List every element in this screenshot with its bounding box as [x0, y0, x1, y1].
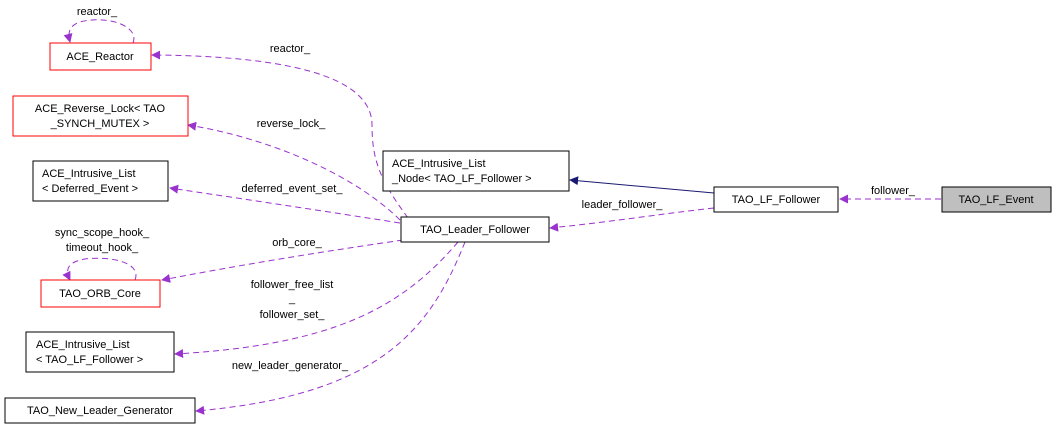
edge-label-leaderfollower: leader_follower_	[582, 199, 664, 211]
node-tao-orb-core[interactable]: TAO_ORB_Core	[40, 279, 161, 308]
node-ace-intrusive-list-node[interactable]: ACE_Intrusive_List _Node< TAO_LF_Followe…	[382, 150, 570, 192]
edge-label-reactor: reactor_	[270, 43, 311, 55]
node-label: TAO_Leader_Follower	[420, 224, 530, 236]
edge-label-reverselock: reverse_lock_	[257, 118, 326, 130]
edge-label-newleader: new_leader_generator_	[232, 360, 349, 372]
edge-orbcore-self	[62, 257, 137, 281]
node-label: TAO_LF_Event	[959, 194, 1034, 206]
edge-leaderfollower-newleader	[195, 241, 466, 415]
edge-label-deferred: deferred_event_set_	[242, 183, 344, 195]
node-label: < Deferred_Event >	[42, 183, 138, 195]
node-tao-lf-event[interactable]: TAO_LF_Event	[941, 186, 1052, 213]
edge-label-follower: follower_	[871, 185, 916, 197]
edge-leaderfollower-followerlist	[174, 241, 459, 359]
edge-label-followerlist-3: follower_set_	[260, 309, 326, 321]
edge-label-orbcore: orb_core_	[272, 237, 322, 249]
node-label: _SYNCH_MUTEX >	[50, 118, 150, 130]
edge-label-followerlist-2: _	[288, 293, 296, 305]
node-label: TAO_New_Leader_Generator	[27, 405, 173, 417]
node-label: _Node< TAO_LF_Follower >	[391, 173, 532, 185]
node-label: TAO_LF_Follower	[732, 194, 821, 206]
node-label: TAO_ORB_Core	[59, 288, 141, 300]
edge-label-orbcore-self-1: sync_scope_hook_	[55, 227, 150, 239]
edge-leaderfollower-deferred	[169, 184, 401, 224]
nodes: ACE_Reactor ACE_Reverse_Lock< TAO _SYNCH…	[4, 42, 1052, 424]
node-tao-leader-follower[interactable]: TAO_Leader_Follower	[400, 216, 550, 243]
node-label: ACE_Intrusive_List	[36, 339, 130, 351]
edge-label-reactor-self: reactor_	[77, 6, 118, 18]
edge-label-followerlist-1: follower_free_list	[251, 279, 334, 291]
node-label: < TAO_LF_Follower >	[36, 354, 143, 366]
node-ace-intrusive-list-follower[interactable]: ACE_Intrusive_List < TAO_LF_Follower >	[25, 331, 175, 373]
edge-leaderfollower-orbcore	[161, 239, 404, 283]
node-tao-lf-follower[interactable]: TAO_LF_Follower	[713, 186, 839, 213]
edge-label-orbcore-self-2: timeout_hook_	[66, 242, 139, 254]
edge-lffollower-listnode	[569, 176, 715, 194]
edge-leaderfollower-reverselock	[187, 121, 401, 221]
node-label: ACE_Reactor	[66, 51, 134, 63]
edge-lffollower-leaderfollower	[549, 207, 715, 232]
edges: reactor_ sync_scope_hook_ timeout_hook_ …	[55, 6, 941, 415]
node-label: ACE_Intrusive_List	[42, 168, 136, 180]
node-label: ACE_Intrusive_List	[392, 158, 486, 170]
node-tao-new-leader-generator[interactable]: TAO_New_Leader_Generator	[4, 397, 196, 424]
node-ace-reverse-lock[interactable]: ACE_Reverse_Lock< TAO _SYNCH_MUTEX >	[12, 95, 189, 137]
edge-reactor-self	[63, 19, 135, 44]
node-ace-reactor[interactable]: ACE_Reactor	[49, 42, 152, 71]
node-ace-intrusive-list-deferred[interactable]: ACE_Intrusive_List < Deferred_Event >	[32, 160, 169, 202]
node-label: ACE_Reverse_Lock< TAO	[35, 103, 166, 115]
